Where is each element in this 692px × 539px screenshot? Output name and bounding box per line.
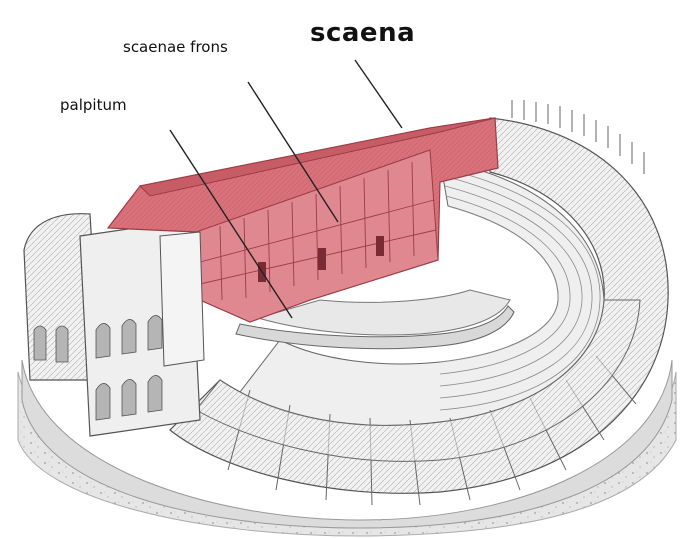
label-palpitum: palpitum [60,96,127,114]
seating-rows [439,167,601,411]
orchestra-floor [256,289,511,336]
gate-tower [159,231,205,367]
ground-base [21,359,673,529]
leader-line-scaena [354,59,403,129]
pulpitum-stage [235,305,515,350]
lower-arcade-band [195,299,641,462]
label-scaena: scaena [310,18,416,48]
scaena-roof [138,117,496,197]
left-arches [33,315,163,421]
leader-line-scaenae-frons [247,81,339,223]
leader-line-palpitum [169,129,293,319]
velarium-masts [511,100,645,174]
label-scaenae-frons: scaenae frons [123,38,228,56]
